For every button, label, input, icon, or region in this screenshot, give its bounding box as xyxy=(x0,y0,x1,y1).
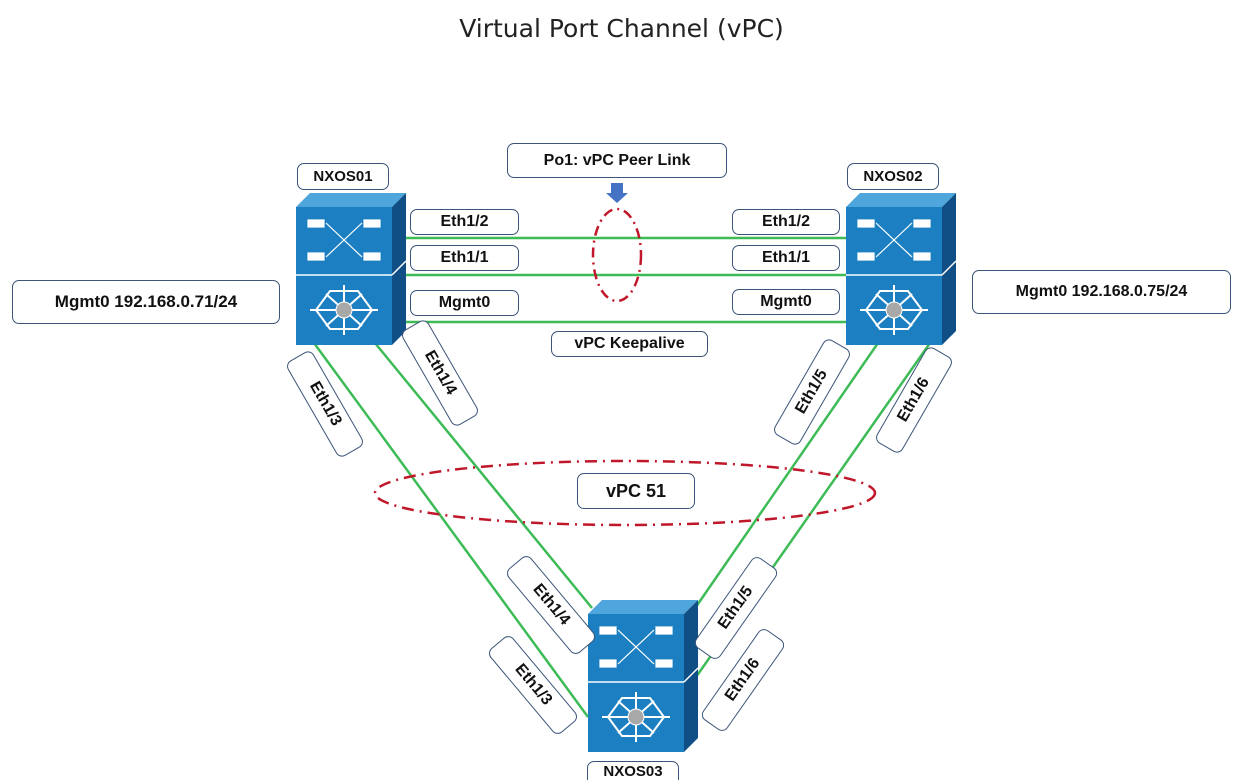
port-label-s1-mgmt0: Mgmt0 xyxy=(410,290,519,316)
link-s2-eth1-5 xyxy=(678,342,880,631)
switch-label-nxos01: NXOS01 xyxy=(297,163,389,190)
switch-nxos01-icon xyxy=(296,193,407,345)
port-label-s2-eth1-2: Eth1/2 xyxy=(732,209,840,235)
mgmt-ip-nxos01: Mgmt0 192.168.0.71/24 xyxy=(12,280,280,324)
port-label-s1-eth1-2: Eth1/2 xyxy=(410,209,519,235)
switch-nxos02-icon xyxy=(846,193,957,345)
port-label-s2-eth1-1: Eth1/1 xyxy=(732,245,840,271)
vpc-label: vPC 51 xyxy=(577,473,695,509)
link-s1-eth1-3 xyxy=(312,342,590,718)
peer-link-ellipse xyxy=(591,207,643,303)
keepalive-label: vPC Keepalive xyxy=(551,331,708,357)
diagram-title: Virtual Port Channel (vPC) xyxy=(459,14,784,43)
switch-label-nxos03: NXOS03 xyxy=(587,761,679,780)
link-s1-eth1-4 xyxy=(374,342,593,609)
port-label-s1-eth1-1: Eth1/1 xyxy=(410,245,519,271)
vpc-ellipse xyxy=(373,459,877,527)
peer-link-label: Po1: vPC Peer Link xyxy=(507,143,727,178)
port-label-s2-mgmt0: Mgmt0 xyxy=(732,289,840,315)
switch-nxos03-icon xyxy=(588,600,699,752)
mgmt-ip-nxos02: Mgmt0 192.168.0.75/24 xyxy=(972,270,1231,314)
switch-label-nxos02: NXOS02 xyxy=(847,163,939,190)
peer-link-arrow xyxy=(606,183,628,203)
